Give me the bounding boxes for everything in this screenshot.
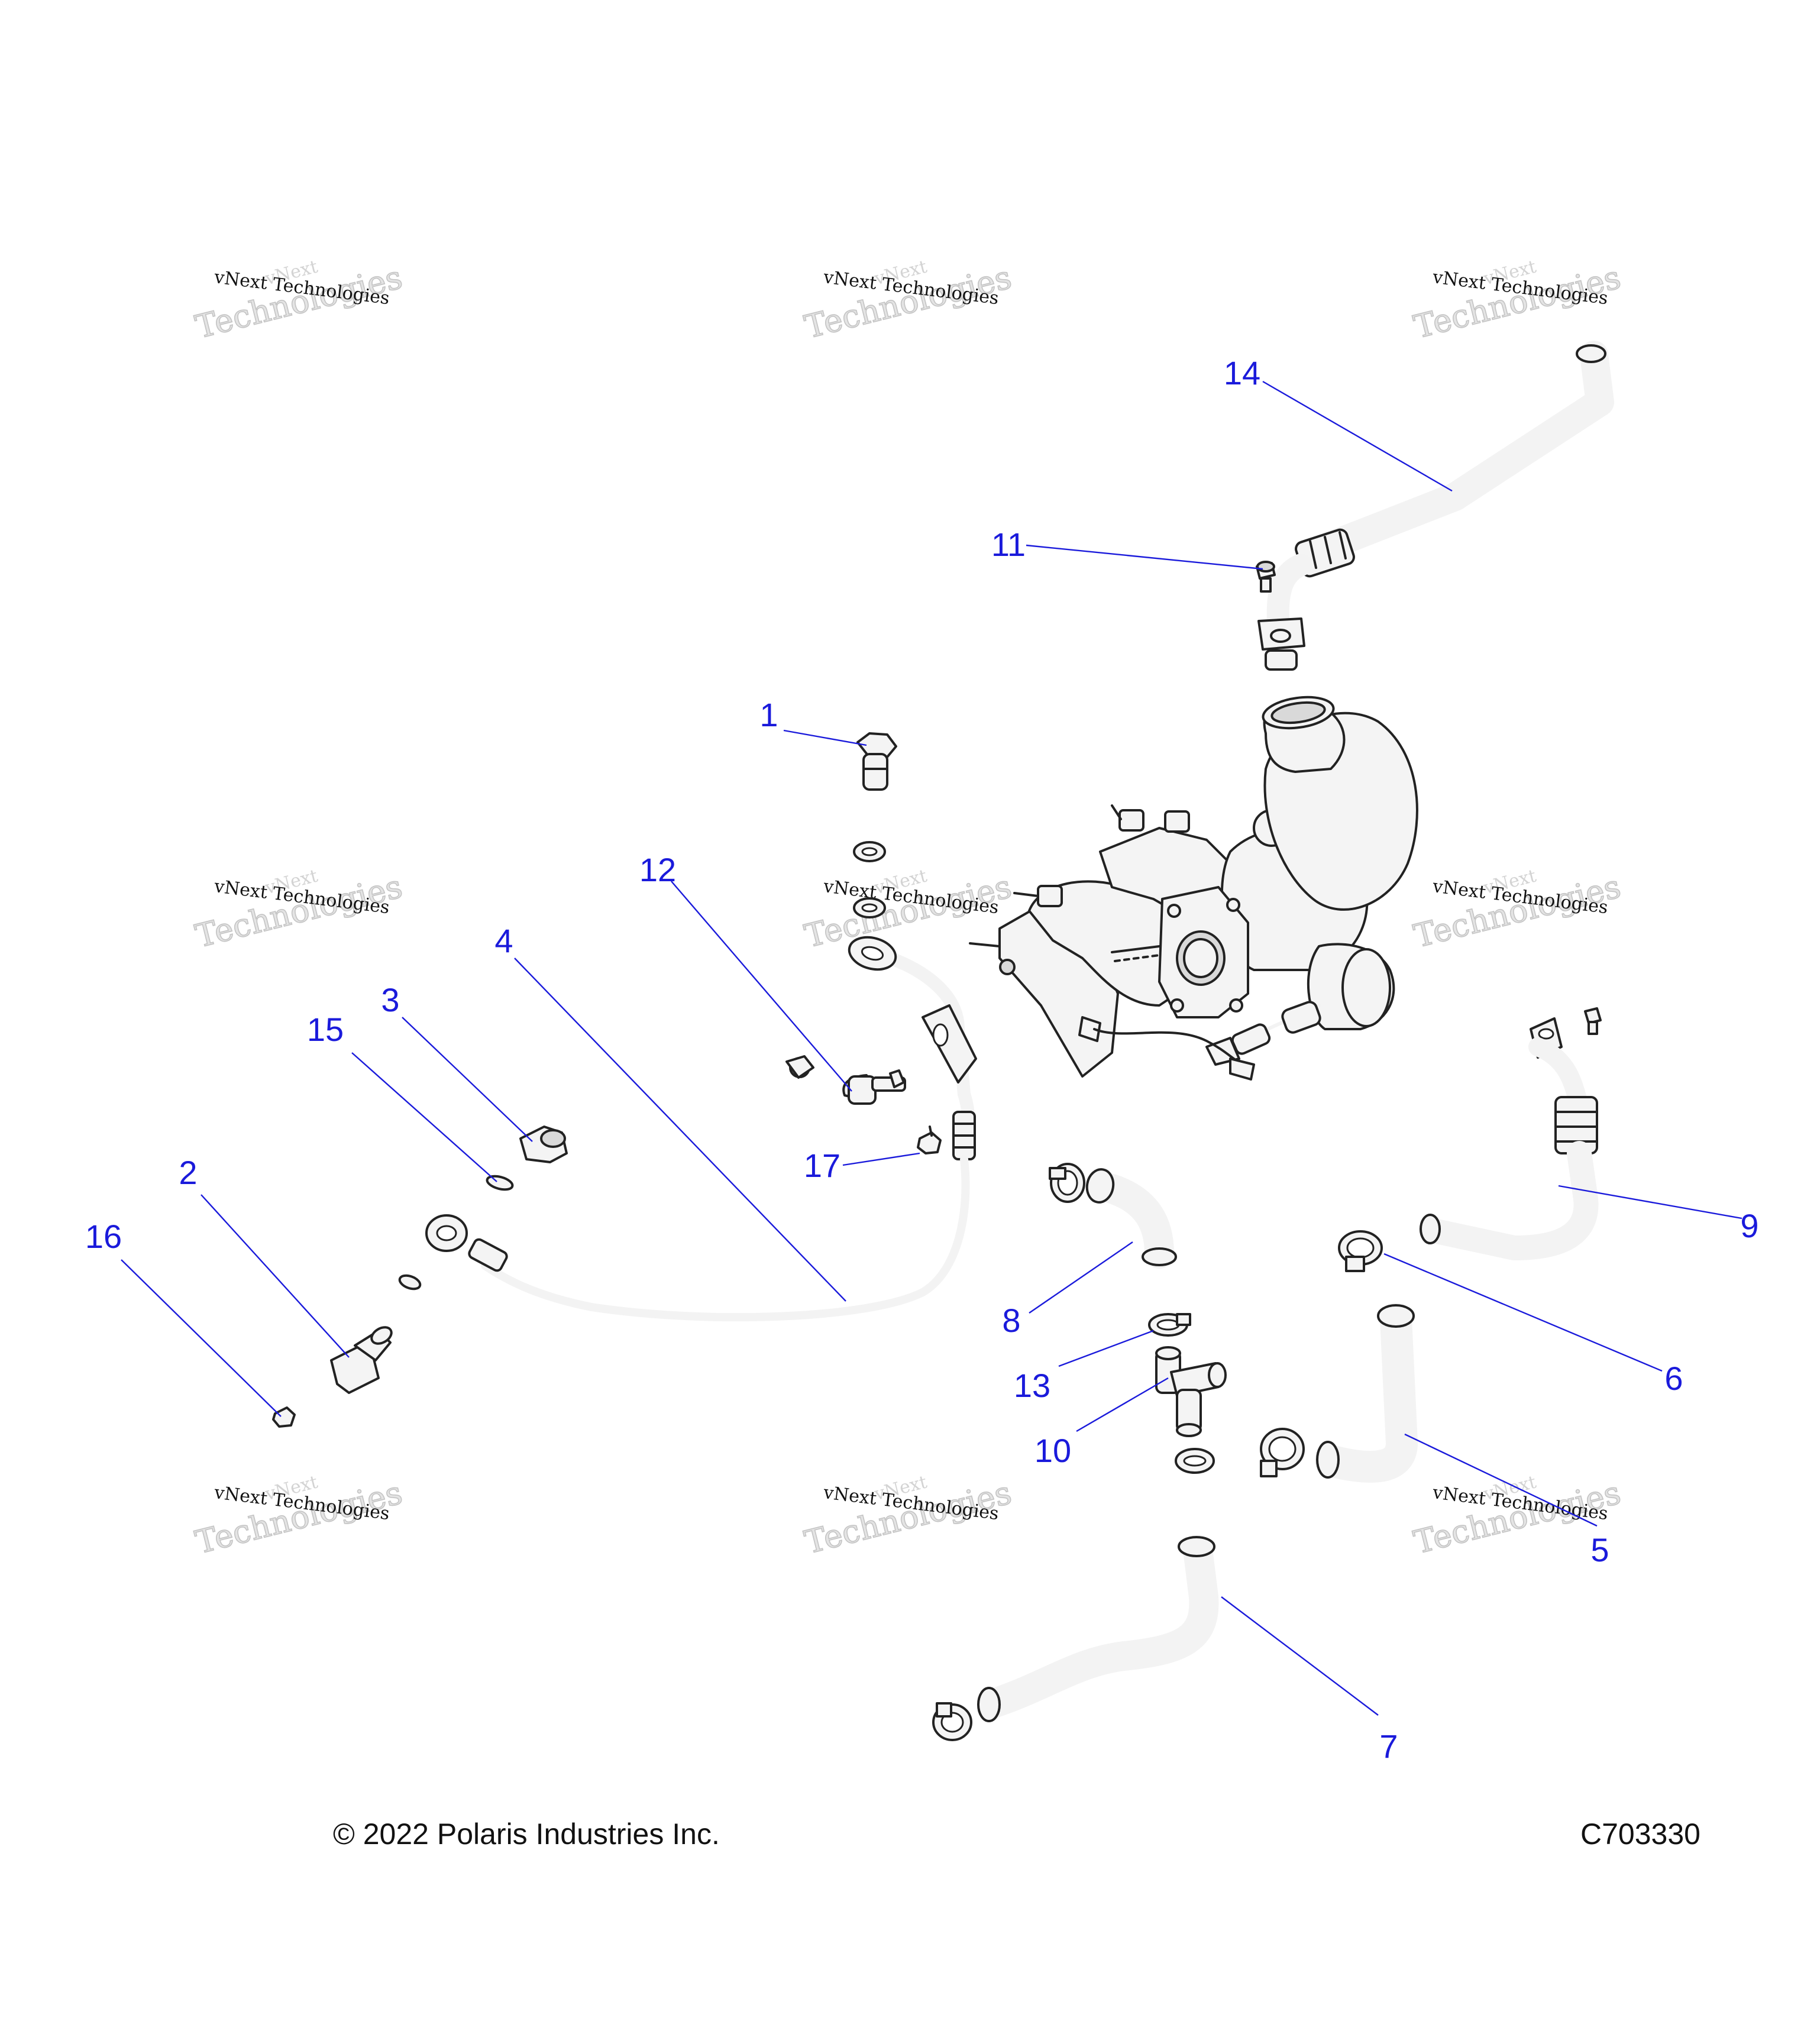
part-4-oil-feed-line (425, 936, 977, 1322)
watermark: vNext Technologies vNext Technologies (800, 1472, 1016, 1562)
callout-14: 14 (1224, 354, 1260, 392)
callout-7: 7 (1379, 1728, 1398, 1765)
watermark: vNext Technologies vNext Technologies (191, 1472, 406, 1562)
part-clamp-c (1260, 1428, 1305, 1477)
part-17-nut (917, 1126, 942, 1154)
callout-3: 3 (381, 981, 399, 1018)
leader-17 (842, 1152, 920, 1166)
leader-2 (201, 1194, 350, 1358)
part-6-clamp (1338, 1230, 1383, 1272)
watermark: vNext Technologies vNext Technologies (1409, 257, 1625, 347)
callout-2: 2 (179, 1154, 197, 1191)
leader-7 (1221, 1596, 1379, 1716)
callout-12: 12 (639, 851, 676, 888)
copyright-notice: © 2022 Polaris Industries Inc. (333, 1817, 720, 1851)
part-2-fitting (330, 1326, 393, 1394)
part-5-elbow-hose (1315, 1303, 1418, 1483)
leader-9 (1558, 1185, 1742, 1220)
part-clamp-d (932, 1702, 972, 1741)
callout-1: 1 (759, 696, 778, 733)
watermark: vNext Technologies vNext Technologies (800, 257, 1016, 347)
leader-16 (121, 1259, 282, 1417)
part-clamp-b (1175, 1448, 1215, 1474)
leader-11 (1026, 544, 1263, 570)
part-1-banjo-bolt (856, 732, 897, 791)
part-10-tee-fitting (1155, 1346, 1227, 1437)
callout-6: 6 (1664, 1360, 1683, 1397)
leader-14 (1262, 380, 1453, 492)
part-16-nut (272, 1406, 296, 1428)
callout-10: 10 (1034, 1432, 1071, 1469)
part-14-upper-line (1257, 341, 1614, 671)
leader-lines (121, 380, 1742, 1716)
part-3-fitting (519, 1126, 568, 1163)
callout-16: 16 (85, 1218, 122, 1255)
leader-8 (1029, 1241, 1133, 1314)
part-washer-2 (398, 1274, 422, 1291)
watermark: vNext Technologies vNext Technologies (800, 866, 1016, 956)
callout-9: 9 (1740, 1207, 1758, 1244)
callout-8: 8 (1002, 1302, 1020, 1339)
callout-13: 13 (1014, 1367, 1050, 1404)
figure-id: C703330 (1580, 1817, 1700, 1851)
part-12-bolt (785, 1055, 906, 1105)
leader-1 (783, 729, 867, 746)
leader-3 (402, 1017, 533, 1142)
leader-6 (1383, 1253, 1663, 1372)
callout-4: 4 (494, 922, 513, 959)
part-8-elbow-hose (1085, 1168, 1177, 1269)
part-7-lower-hose (977, 1535, 1219, 1722)
watermark: vNext Technologies vNext Technologies (1409, 866, 1625, 956)
leader-4 (514, 958, 846, 1302)
turbocharger-assembly (969, 696, 1418, 1081)
callout-11: 11 (991, 526, 1026, 563)
part-clamp-a (1049, 1163, 1085, 1203)
leader-13 (1058, 1330, 1154, 1367)
leader-15 (351, 1052, 497, 1182)
part-15-o-ring (486, 1175, 514, 1191)
part-11-bolt (1256, 561, 1276, 593)
part-13-clamp (1148, 1313, 1191, 1337)
part-washers (853, 841, 886, 918)
leader-12 (671, 881, 852, 1092)
callout-numbers: 1 2 3 4 5 6 7 8 9 10 11 12 13 14 15 16 1… (85, 354, 1759, 1765)
leader-10 (1076, 1377, 1169, 1432)
callout-5: 5 (1590, 1531, 1609, 1568)
watermark: vNext Technologies vNext Technologies (191, 257, 406, 347)
part-9-return-line (1419, 1007, 1602, 1260)
callout-15: 15 (307, 1011, 344, 1048)
leader-5 (1404, 1433, 1598, 1527)
watermark: vNext Technologies vNext Technologies (191, 866, 406, 956)
callout-17: 17 (804, 1147, 840, 1184)
